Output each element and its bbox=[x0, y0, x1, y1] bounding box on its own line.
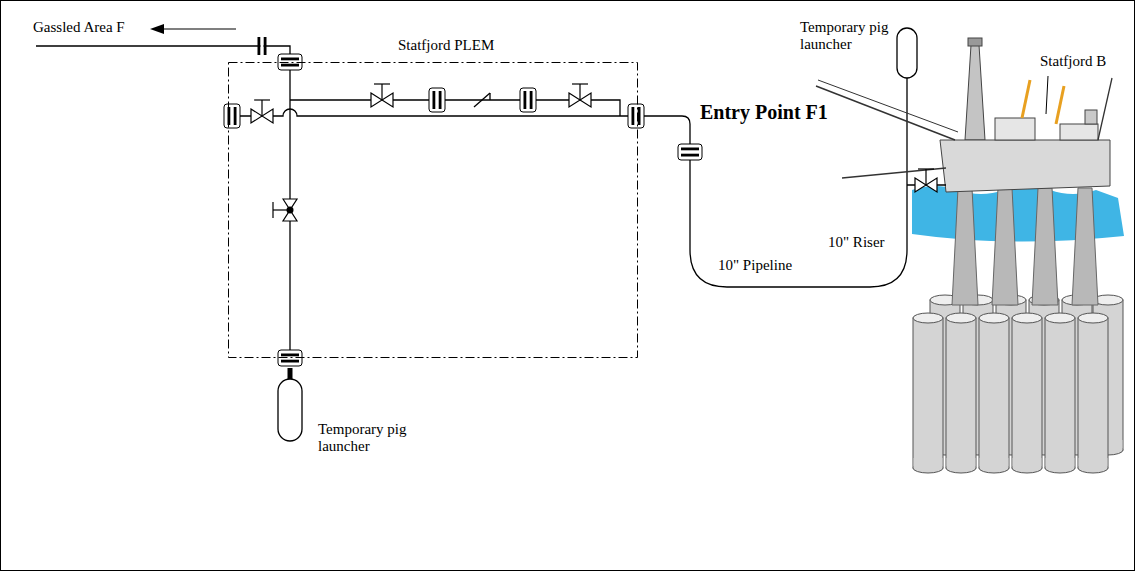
entry-flange bbox=[678, 144, 702, 160]
module-heading: Statfjord PLEM bbox=[398, 37, 494, 54]
actuated-valve bbox=[371, 84, 393, 107]
check-valve bbox=[474, 93, 490, 107]
part-label: Statfjord B bbox=[1040, 53, 1106, 70]
part-label: 10" Riser bbox=[828, 234, 885, 251]
flange-symbol bbox=[628, 104, 644, 128]
flange-symbol bbox=[429, 88, 445, 112]
ball-valve bbox=[273, 199, 297, 221]
flange-symbol bbox=[520, 88, 536, 112]
riser-tie-in bbox=[907, 169, 946, 192]
plem-boundary: Statfjord PLEM bbox=[228, 62, 638, 358]
pig-launcher bbox=[897, 28, 917, 78]
platform-topsides bbox=[816, 38, 1112, 192]
gravity-base-cells bbox=[913, 295, 1123, 473]
actuated-valve bbox=[569, 84, 591, 107]
part-label: Gassled Area F bbox=[33, 19, 125, 36]
part-label: 10" Pipeline bbox=[718, 257, 792, 274]
entry-point-label: Entry Point F1 bbox=[700, 101, 828, 124]
pipeline bbox=[644, 78, 907, 287]
platform-legs bbox=[952, 188, 1098, 305]
actuated-valve bbox=[251, 100, 273, 123]
part-label: Temporary pig launcher bbox=[800, 19, 900, 53]
flow-arrow bbox=[150, 24, 236, 34]
part-label: Temporary pig launcher bbox=[318, 421, 418, 455]
flange-symbol bbox=[278, 350, 302, 366]
flange-symbol bbox=[224, 104, 240, 128]
export-pipe bbox=[36, 46, 290, 358]
leader-line bbox=[1046, 76, 1048, 114]
flange-symbol bbox=[258, 37, 267, 55]
dash-dot-outline bbox=[228, 62, 638, 358]
pig-launcher bbox=[278, 368, 302, 441]
